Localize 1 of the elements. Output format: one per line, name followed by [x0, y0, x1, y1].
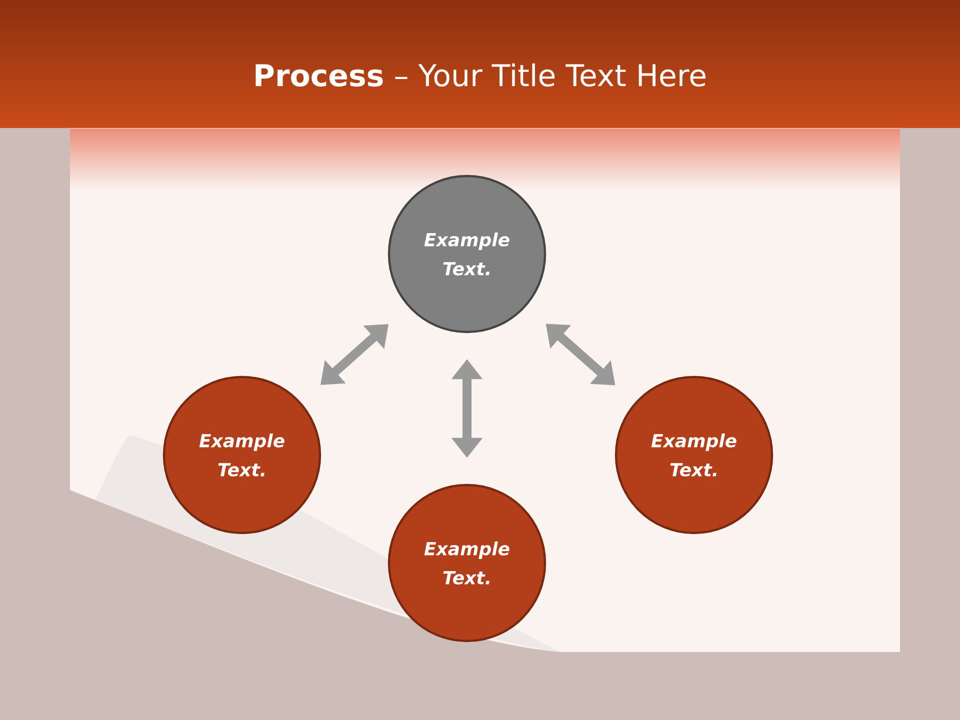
title-text: Process – Your Title Text Here — [256, 63, 706, 87]
